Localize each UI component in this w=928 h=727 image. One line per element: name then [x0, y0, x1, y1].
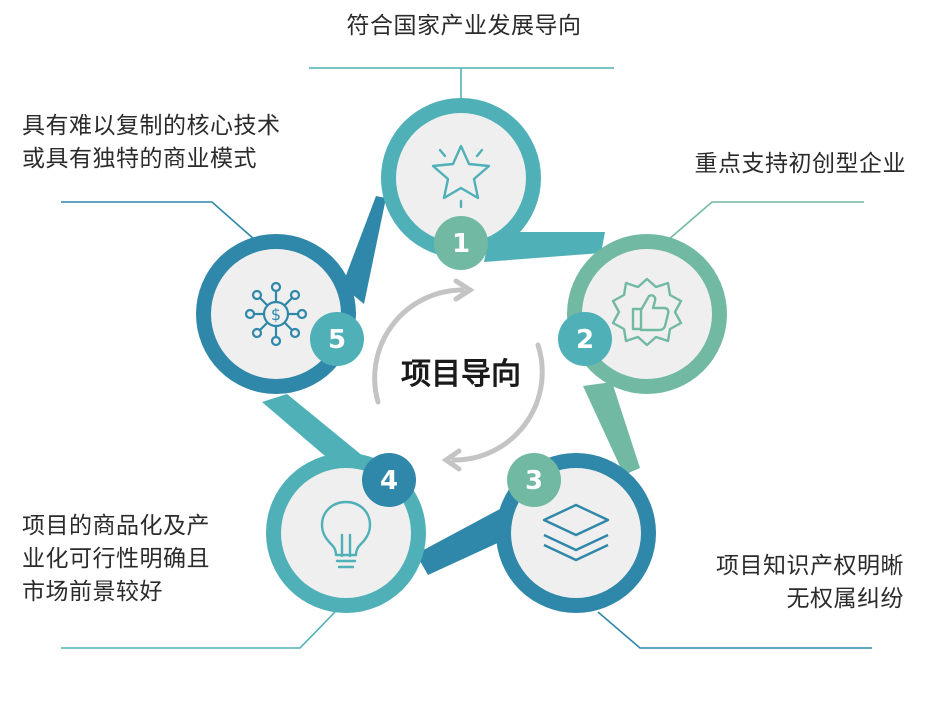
- badge-5: 5: [310, 312, 364, 366]
- label-item-3: 项目知识产权明晰 无权属纠纷: [716, 553, 904, 612]
- layers-icon: [542, 503, 610, 562]
- svg-text:$: $: [271, 305, 281, 324]
- lightbulb-icon: [320, 500, 372, 569]
- badge-number-3: 3: [525, 466, 543, 496]
- label-item-4: 项目的商品化及产 业化可行性明确且 市场前景较好: [22, 513, 210, 605]
- badge-4: 4: [362, 453, 416, 507]
- connector-line-1: [309, 67, 614, 100]
- cycle-arrow-upper: [372, 287, 465, 405]
- cycle-arrows: [372, 278, 545, 472]
- badge-number-1: 1: [452, 229, 470, 259]
- badge-3: 3: [507, 453, 561, 507]
- connector-line-5: [61, 201, 256, 241]
- star-icon: [431, 144, 491, 209]
- ring-2-tail: [583, 382, 640, 475]
- ring-1-tail: [484, 232, 605, 262]
- badge-number-2: 2: [576, 325, 594, 355]
- label-item-2: 重点支持初创型企业: [694, 151, 906, 177]
- ring-1: [381, 98, 541, 258]
- center-title: 项目导向: [401, 357, 521, 392]
- cycle-arrow-lower: [451, 342, 545, 463]
- label-item-5: 具有难以复制的核心技术 或具有独特的商业模式: [22, 113, 281, 172]
- connector-line-2: [667, 201, 864, 241]
- ring-5-tail: [342, 196, 386, 304]
- badge-2: 2: [558, 312, 612, 366]
- badge-1: 1: [434, 216, 488, 270]
- thumbs-up-badge-icon: [611, 277, 683, 347]
- connector-line-3: [597, 611, 872, 649]
- connector-line-4: [61, 611, 336, 649]
- dollar-network-icon: $: [244, 281, 308, 347]
- badge-number-4: 4: [380, 466, 398, 496]
- badge-number-5: 5: [328, 325, 346, 355]
- label-item-1: 符合国家产业发展导向: [346, 13, 582, 39]
